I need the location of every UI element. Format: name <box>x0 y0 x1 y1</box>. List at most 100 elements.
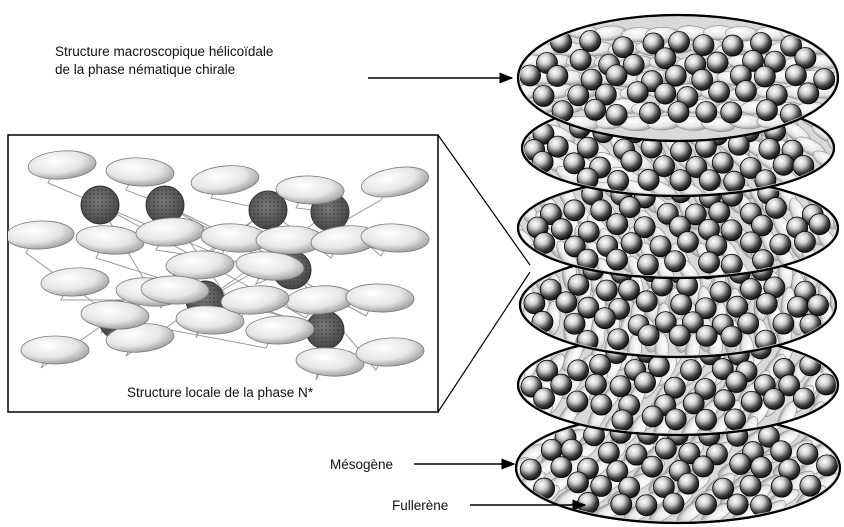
fullerene <box>740 232 761 253</box>
fullerene <box>724 171 745 192</box>
fullerene <box>770 234 791 255</box>
fullerene <box>585 99 606 120</box>
helical-stack <box>497 15 844 527</box>
fullerene <box>532 311 553 332</box>
fullerene <box>766 197 787 218</box>
fullerene <box>596 280 617 301</box>
fullerene <box>570 49 591 70</box>
fullerene <box>696 494 717 515</box>
fullerene <box>665 409 686 430</box>
fullerene <box>564 313 585 334</box>
macro-structure-label: Structure macroscopique hélicoïdale de l… <box>55 43 273 79</box>
fullerene <box>606 104 627 125</box>
fullerene <box>709 81 730 102</box>
fullerene <box>756 293 777 314</box>
fullerene <box>637 254 658 275</box>
fullerene <box>621 233 642 254</box>
fullerene <box>594 308 615 329</box>
fullerene <box>551 457 572 478</box>
fullerene <box>696 325 717 346</box>
fullerene <box>655 438 676 459</box>
fullerene-label: Fullerène <box>392 497 448 515</box>
fullerene <box>610 376 631 397</box>
fullerene <box>710 281 731 302</box>
fullerene <box>608 329 629 350</box>
fullerene <box>809 214 830 235</box>
fullerene <box>725 409 746 430</box>
fullerene <box>639 103 660 124</box>
fullerene <box>699 252 720 273</box>
fullerene <box>627 82 648 103</box>
fullerene <box>551 219 572 240</box>
fullerene <box>771 476 792 497</box>
fullerene <box>567 472 588 493</box>
fullerene <box>612 410 633 431</box>
fullerene <box>785 65 806 86</box>
fullerene <box>816 455 837 476</box>
fullerene <box>741 391 762 412</box>
fullerene <box>591 394 612 415</box>
fullerene <box>636 495 657 516</box>
fullerene-texture <box>81 186 119 224</box>
fullerene <box>619 197 640 218</box>
fullerene <box>598 442 619 463</box>
fullerene <box>520 459 541 480</box>
fullerene <box>611 494 632 515</box>
fullerene <box>759 138 780 159</box>
fullerene <box>607 214 628 235</box>
fullerene <box>636 291 657 312</box>
fullerene <box>721 102 742 123</box>
fullerene <box>547 136 568 157</box>
fullerene <box>696 409 717 430</box>
fullerene <box>608 170 629 191</box>
fullerene <box>642 406 663 427</box>
fullerene <box>567 391 588 412</box>
fullerene <box>665 65 686 86</box>
fullerene <box>665 251 686 272</box>
fullerene <box>607 249 628 270</box>
fullerene <box>671 141 692 162</box>
fullerene <box>693 456 714 477</box>
fullerene <box>670 170 691 191</box>
fullerene <box>677 231 698 252</box>
fullerene <box>669 325 690 346</box>
local-structure-caption: Structure locale de la phase N* <box>0 384 440 402</box>
fullerene <box>814 69 835 90</box>
fullerene <box>606 65 627 86</box>
fullerene <box>638 325 659 346</box>
fullerene <box>798 83 819 104</box>
fullerene <box>568 85 589 106</box>
fullerene <box>585 374 606 395</box>
fullerene <box>754 66 775 87</box>
fullerene <box>635 372 656 393</box>
fullerene <box>568 274 589 295</box>
fullerene <box>655 83 676 104</box>
fullerene <box>590 354 611 375</box>
zoom-line-bottom <box>438 272 530 412</box>
fullerene <box>524 293 545 314</box>
fullerene <box>621 151 642 172</box>
zoom-line-top <box>438 135 530 265</box>
fullerene <box>591 476 612 497</box>
fullerene <box>721 220 742 241</box>
fullerene <box>663 493 684 514</box>
fullerene <box>773 154 794 175</box>
fullerene <box>816 374 837 395</box>
fullerene <box>751 457 772 478</box>
fullerene <box>773 313 794 334</box>
fullerene <box>520 65 541 86</box>
fullerene <box>797 443 818 464</box>
fullerene <box>713 478 734 499</box>
fullerene <box>533 86 554 107</box>
fullerene <box>668 102 689 123</box>
fullerene <box>556 292 577 313</box>
fullerene <box>738 313 759 334</box>
fullerene <box>721 326 742 347</box>
fullerene <box>800 475 821 496</box>
fullerene <box>793 388 814 409</box>
fullerene <box>693 35 714 56</box>
fullerene <box>764 388 785 409</box>
fullerene <box>534 388 555 409</box>
fullerene <box>671 294 692 315</box>
